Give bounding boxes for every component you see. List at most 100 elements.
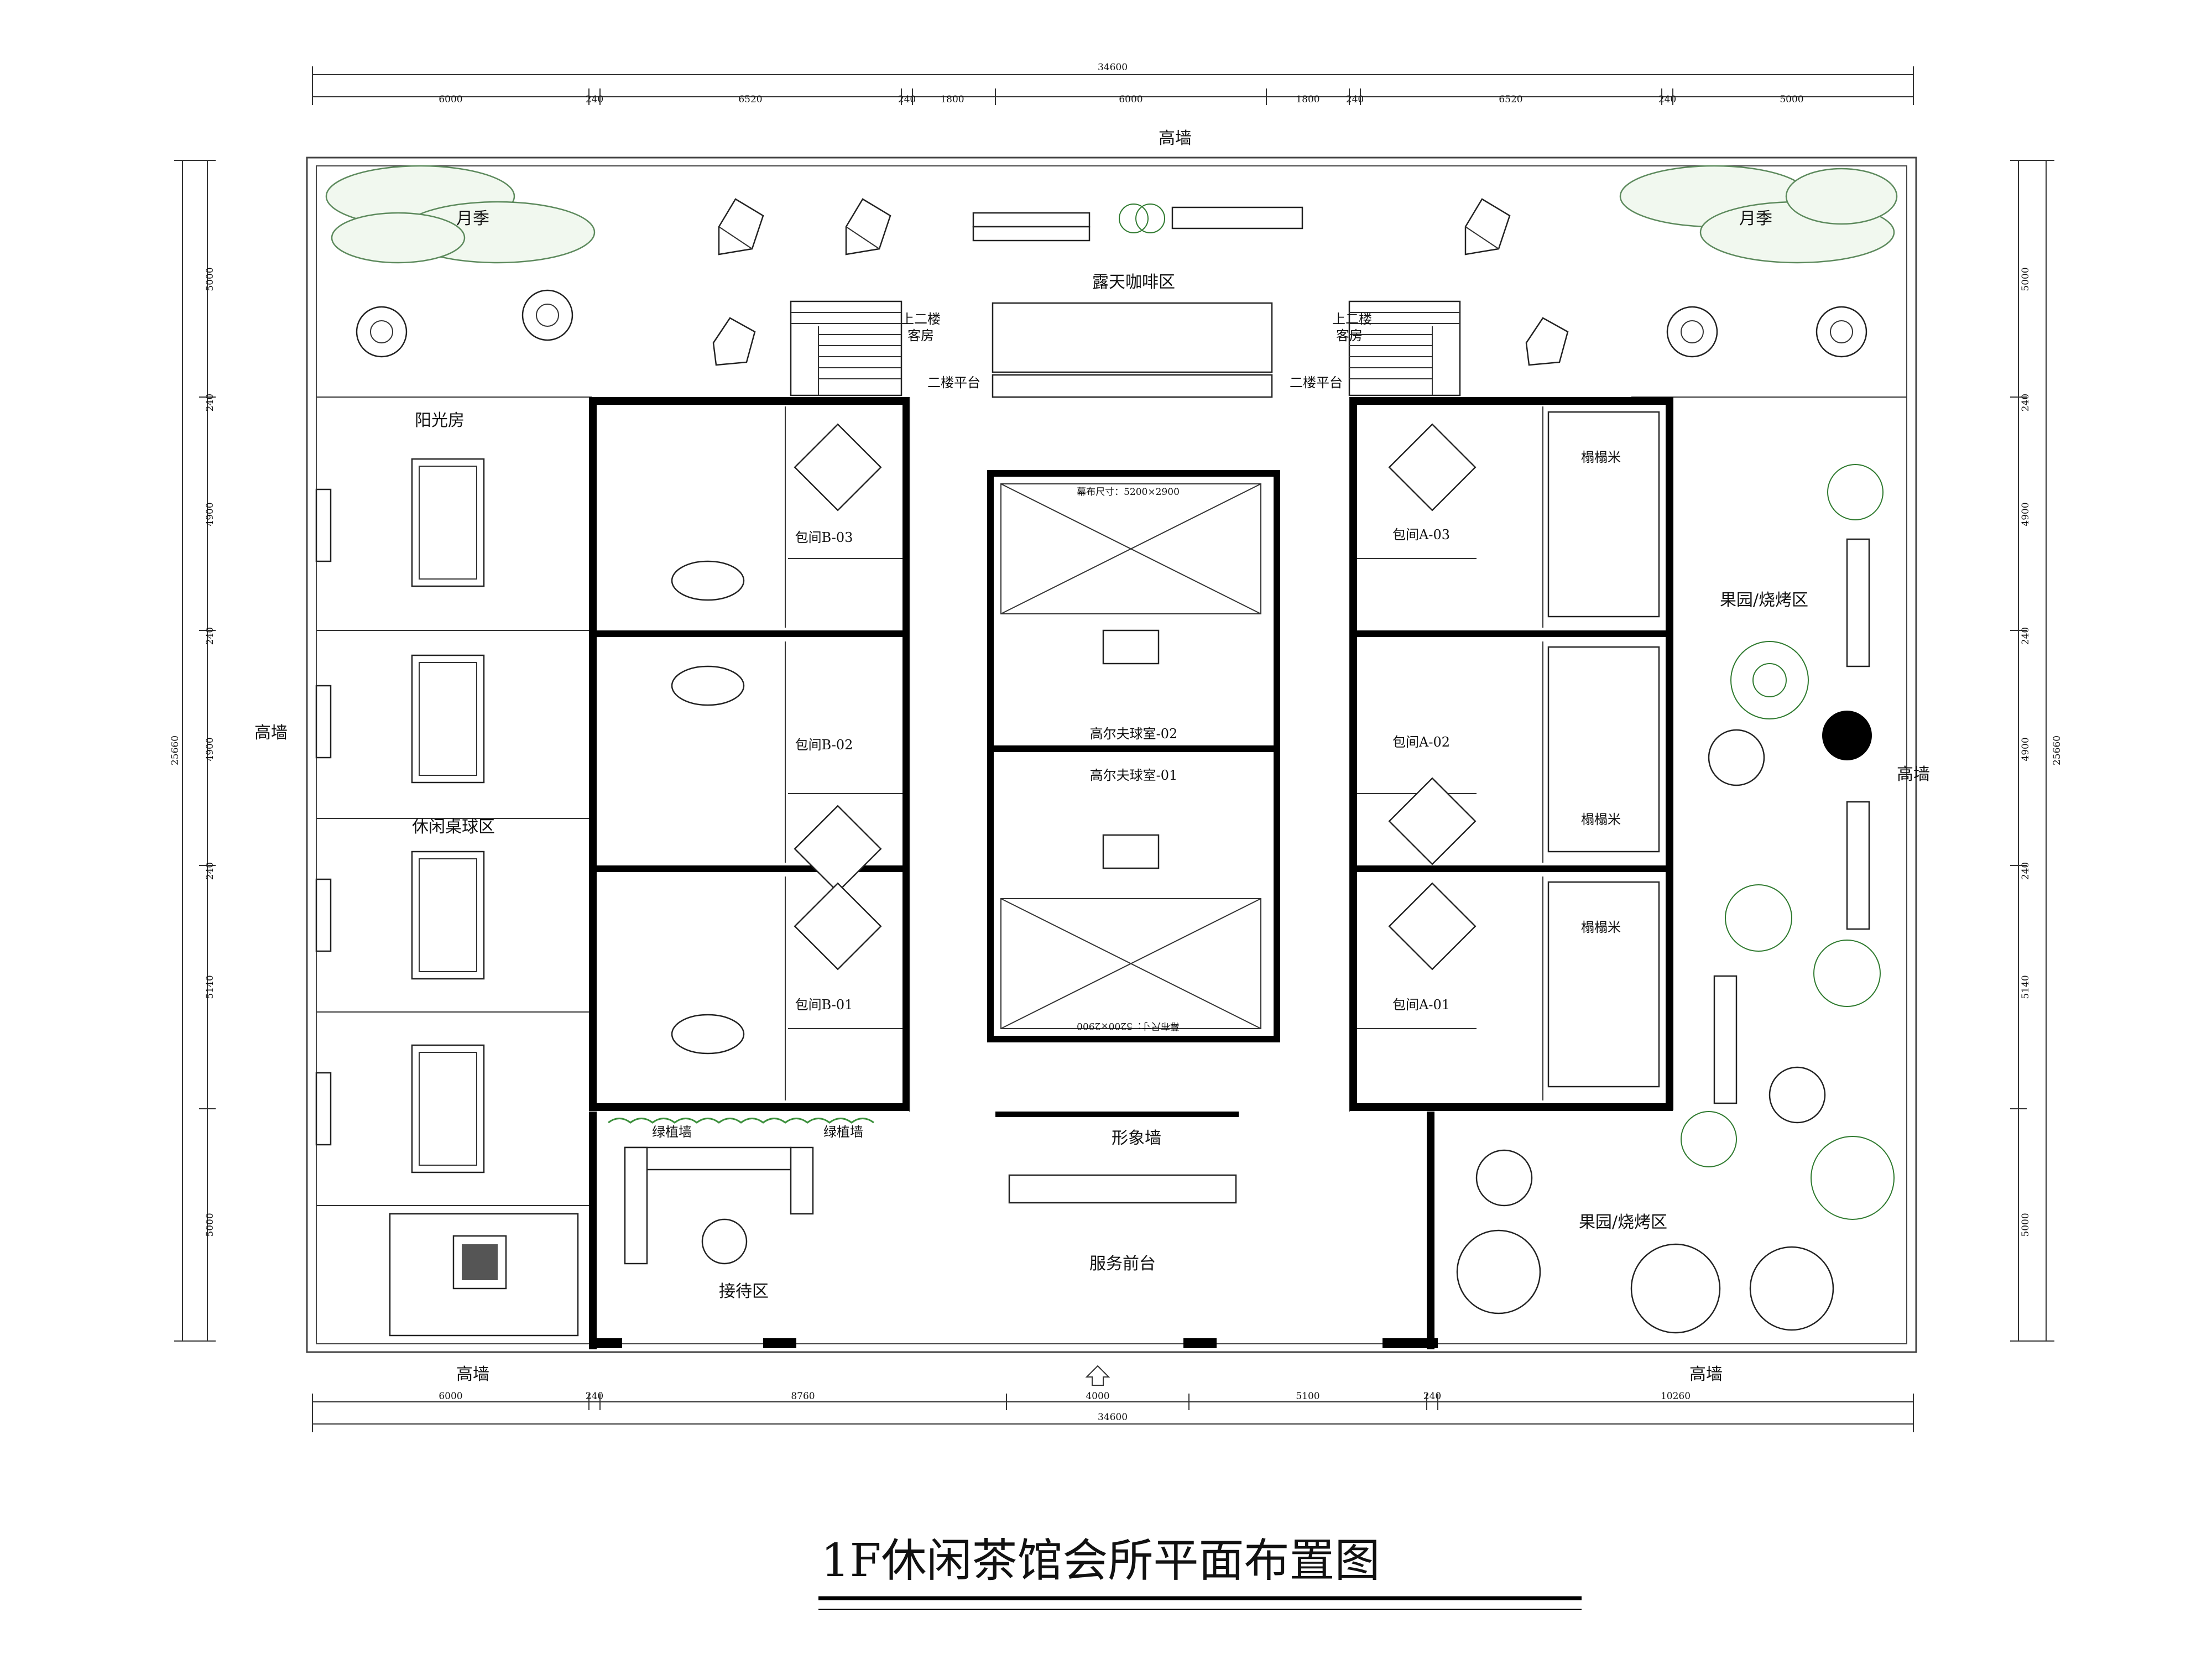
zone-label-orchard-top: 果园/烧烤区 xyxy=(1720,591,1808,610)
tatami-label: 榻榻米 xyxy=(1581,812,1621,827)
billiard-table xyxy=(411,458,485,587)
dim-top-seg: 6000 xyxy=(439,94,462,105)
stair-label: 二楼平台 xyxy=(927,375,980,390)
umbrella-table xyxy=(1525,317,1569,366)
tea-table-b01 xyxy=(794,882,882,971)
orchard-tree xyxy=(1681,1111,1737,1167)
tea-table-a02 xyxy=(1388,777,1477,865)
dim-left-seg: 240 xyxy=(205,627,216,645)
umbrella-table xyxy=(521,289,573,341)
dim-left-total: 25660 xyxy=(170,735,181,765)
tatami-label: 榻榻米 xyxy=(1581,920,1621,935)
room-label-b03: 包间B-03 xyxy=(795,530,853,545)
golf-room-01-screen xyxy=(1000,834,1261,1029)
umbrella-table xyxy=(712,317,756,366)
zone-label-moon-right: 月季 xyxy=(1739,209,1772,228)
stairs-right xyxy=(1348,300,1461,397)
garden-hedge-left xyxy=(325,165,596,264)
zone-label-moon-left: 月季 xyxy=(456,209,489,228)
umbrella-table xyxy=(1749,1246,1834,1331)
dim-top-seg: 6000 xyxy=(1119,94,1142,105)
tea-table-b03 xyxy=(794,423,882,512)
umbrella-table xyxy=(356,306,408,358)
stair-label: 二楼平台 xyxy=(1290,375,1343,390)
screen-size-note: 幕布尺寸：5200×2900 xyxy=(1077,1020,1180,1031)
dim-right-seg: 240 xyxy=(2020,627,2031,645)
dim-top-seg: 1800 xyxy=(940,94,964,105)
zone-label-billiards: 休闲桌球区 xyxy=(412,817,495,837)
room-label-b01: 包间B-01 xyxy=(795,997,853,1013)
dim-left-seg: 240 xyxy=(205,862,216,880)
dim-top-seg: 6520 xyxy=(1499,94,1522,105)
umbrella-table xyxy=(1708,729,1765,786)
zone-label-front-desk: 服务前台 xyxy=(1089,1254,1156,1274)
dim-top-seg: 240 xyxy=(898,94,916,105)
zone-label-image-wall: 形象墙 xyxy=(1112,1129,1161,1148)
dim-right-seg: 240 xyxy=(2020,862,2031,880)
stair-label: 上二楼 xyxy=(901,311,941,327)
dim-bottom-seg: 5100 xyxy=(1296,1391,1319,1402)
garden-hedge-right xyxy=(1619,165,1898,264)
golf-room-02-screen xyxy=(1000,483,1261,665)
dim-left-seg: 5000 xyxy=(205,267,216,291)
wall-label-right: 高墙 xyxy=(1897,765,1930,784)
billiard-table xyxy=(411,851,485,980)
billiard-table xyxy=(411,1044,485,1173)
room-label-a01: 包间A-01 xyxy=(1392,997,1450,1013)
wall-label-left: 高墙 xyxy=(254,723,288,743)
orchard-tree xyxy=(1813,940,1881,1007)
dim-bottom-seg: 8760 xyxy=(791,1391,815,1402)
dim-top-seg: 1800 xyxy=(1296,94,1319,105)
stair-label: 上二楼 xyxy=(1332,311,1372,327)
dim-top-seg: 6520 xyxy=(738,94,762,105)
room-label-b02: 包间B-02 xyxy=(795,737,853,753)
dim-top-seg: 240 xyxy=(1346,94,1364,105)
zone-label-cafe: 露天咖啡区 xyxy=(1092,273,1175,292)
orchard-tree xyxy=(1456,1229,1541,1314)
building-walls xyxy=(589,397,1673,1349)
umbrella-table xyxy=(718,198,764,255)
planter-label: 绿植墙 xyxy=(652,1124,692,1140)
orchard-tree xyxy=(1827,464,1884,520)
screen-size-note: 幕布尺寸：5200×2900 xyxy=(1077,487,1180,498)
umbrella-table xyxy=(1475,1149,1533,1207)
dim-left-seg: 240 xyxy=(205,394,216,411)
dim-right-seg: 5000 xyxy=(2020,1213,2031,1237)
zone-label-reception: 接待区 xyxy=(719,1282,769,1301)
dim-bottom-seg: 6000 xyxy=(439,1391,462,1402)
umbrella-table xyxy=(1768,1066,1826,1124)
room-label-a03: 包间A-03 xyxy=(1392,527,1450,542)
wall-label-top: 高墙 xyxy=(1159,129,1192,148)
dim-left-seg: 4900 xyxy=(205,737,216,761)
umbrella-table xyxy=(845,198,891,255)
sunroom-windows xyxy=(315,488,332,1146)
stairs-left xyxy=(790,300,902,397)
dim-bottom-total: 34600 xyxy=(1098,1412,1128,1423)
inner-partitions xyxy=(785,397,1543,1112)
orchard-tree xyxy=(1811,1136,1895,1220)
planter-label: 绿植墙 xyxy=(823,1124,863,1140)
orchard-tree xyxy=(1822,711,1872,760)
wall-label-bottom-left: 高墙 xyxy=(456,1365,489,1384)
dim-top-total: 34600 xyxy=(1098,62,1128,73)
dim-bottom-seg: 4000 xyxy=(1086,1391,1109,1402)
dim-bottom-seg: 240 xyxy=(586,1391,603,1402)
dim-right-seg: 5140 xyxy=(2020,975,2031,999)
wall-label-bottom-right: 高墙 xyxy=(1689,1365,1723,1384)
dim-top-seg: 5000 xyxy=(1780,94,1803,105)
lounge-sofa xyxy=(389,1213,579,1337)
dim-right-seg: 5000 xyxy=(2020,267,2031,291)
tea-table-a01 xyxy=(1388,882,1477,971)
front-desk xyxy=(1008,1174,1237,1204)
drawing-title: 1F休闲茶馆会所平面布置图 xyxy=(821,1535,1380,1587)
orchard-tree xyxy=(1730,641,1809,719)
dim-right-total: 25660 xyxy=(2052,735,2063,765)
dimension-lines xyxy=(182,74,2047,1425)
tea-ellipse-table xyxy=(671,560,745,1055)
entrance-arrow-icon xyxy=(1085,1365,1110,1386)
dim-right-seg: 240 xyxy=(2020,394,2031,411)
dim-top-seg: 240 xyxy=(1658,94,1676,105)
room-label-a02: 包间A-02 xyxy=(1392,734,1450,750)
dim-right-seg: 4900 xyxy=(2020,502,2031,526)
orchard-bench xyxy=(1713,538,1870,1104)
